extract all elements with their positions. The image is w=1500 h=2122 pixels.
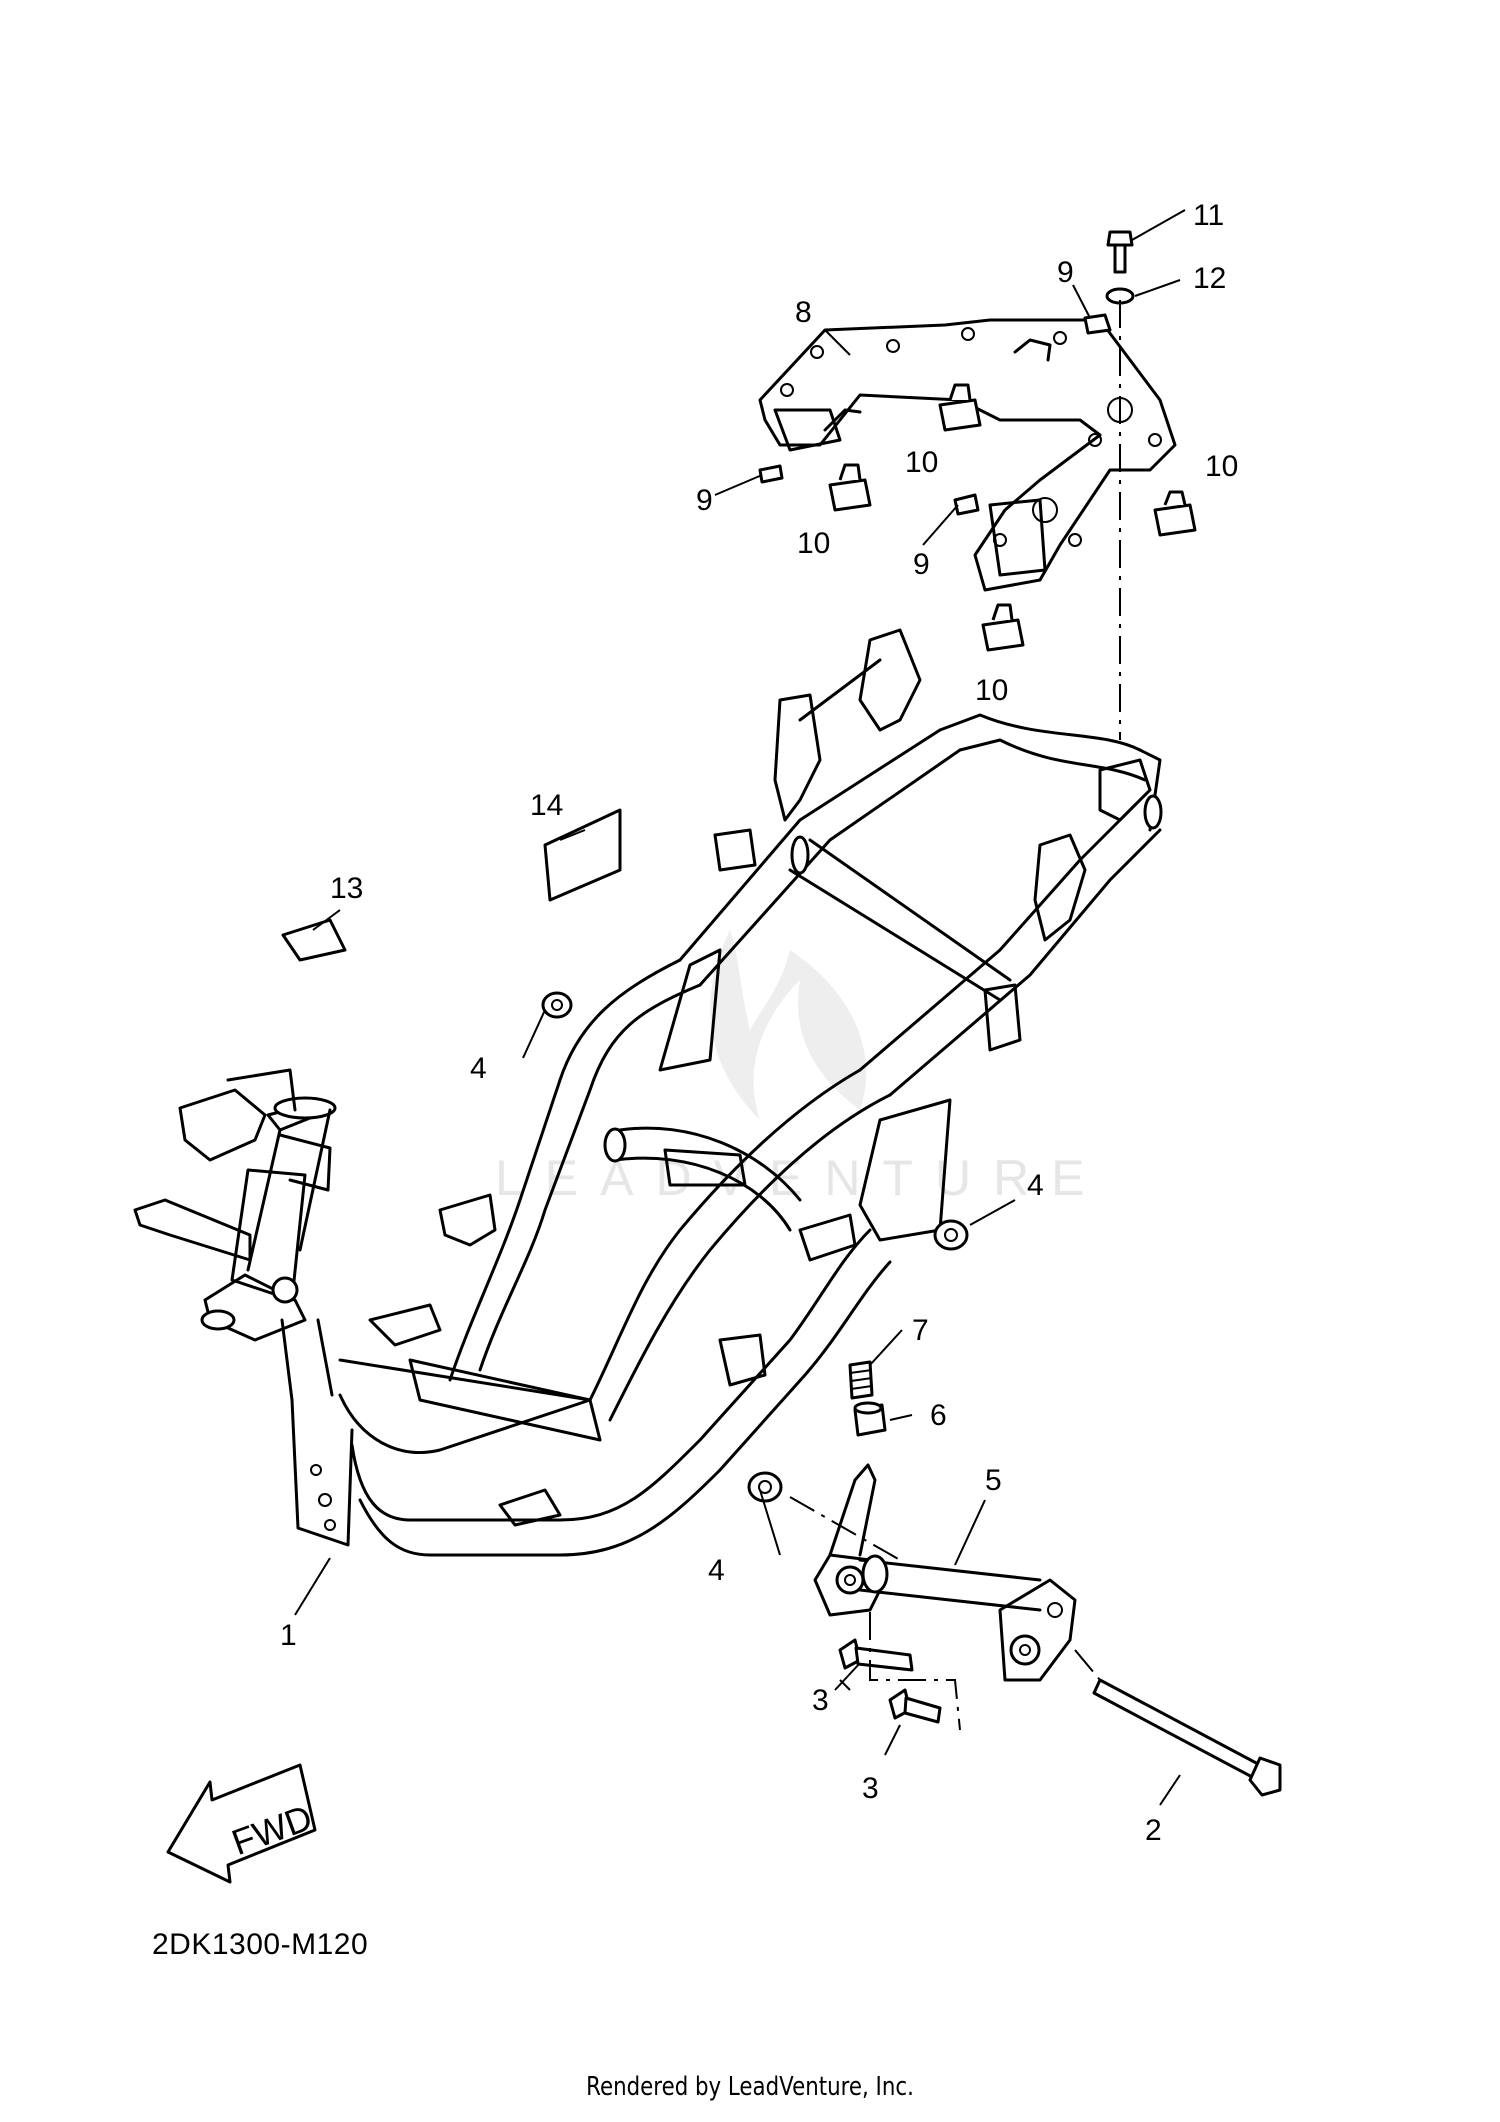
callout-3a: 3 [812,1684,829,1717]
fwd-arrow: FWD [166,1763,317,1884]
callout-12: 12 [1193,262,1226,295]
callouts: 1 2 3 3 4 4 4 5 6 7 8 9 9 9 10 10 10 10 … [280,199,1238,1847]
bolt-2 [1092,1678,1282,1797]
callout-7: 7 [912,1314,929,1347]
engine-mount [813,1463,1077,1682]
label-13 [281,918,347,962]
callout-9c: 9 [913,548,930,581]
callout-10d: 10 [975,674,1008,707]
bolt-3-upper [838,1638,914,1672]
callout-10a: 10 [905,446,938,479]
rubber-mount-top [938,383,982,432]
callout-1: 1 [280,1619,297,1652]
bolt-3-lower [888,1688,942,1724]
callout-2: 2 [1145,1814,1162,1847]
callout-4c: 4 [708,1554,725,1587]
center-line-mount [869,1612,961,1731]
nut-4-lower [747,1471,783,1503]
main-frame [133,628,1163,1557]
rubber-mount-bottom [981,603,1025,652]
callout-9a: 9 [1057,256,1074,289]
clip-mid [953,493,980,516]
center-line-bolt [789,1496,1101,1681]
callout-14: 14 [530,789,563,822]
callout-10b: 10 [797,527,830,560]
callout-4a: 4 [470,1052,487,1085]
callout-5: 5 [985,1464,1002,1497]
callout-13: 13 [330,872,363,905]
rubber-mount-left [828,463,872,512]
spring-7 [848,1360,874,1400]
part-number: 2DK1300-M120 [152,1928,369,1961]
rubber-mount-right [1153,490,1197,537]
callout-4b: 4 [1027,1169,1044,1202]
callout-6: 6 [930,1399,947,1432]
callout-10c: 10 [1205,450,1238,483]
rendered-by-footer: Rendered by LeadVenture, Inc. [586,2072,914,2102]
clip-left [758,464,784,484]
fwd-label: FWD [226,1796,317,1863]
leader-lines [294,209,1186,1806]
nut-4-right [933,1219,969,1251]
callout-9b: 9 [696,484,713,517]
watermark-text: LEADVENTURE [495,1150,1107,1206]
watermark: LEADVENTURE [495,930,1107,1206]
nut-4-upper [541,991,573,1019]
callout-3b: 3 [862,1772,879,1805]
collar-6 [853,1401,887,1437]
bolt-11 [1106,230,1134,274]
label-14 [543,808,622,902]
callout-11: 11 [1193,199,1224,232]
clip-top [1083,313,1112,335]
callout-8: 8 [795,296,812,329]
